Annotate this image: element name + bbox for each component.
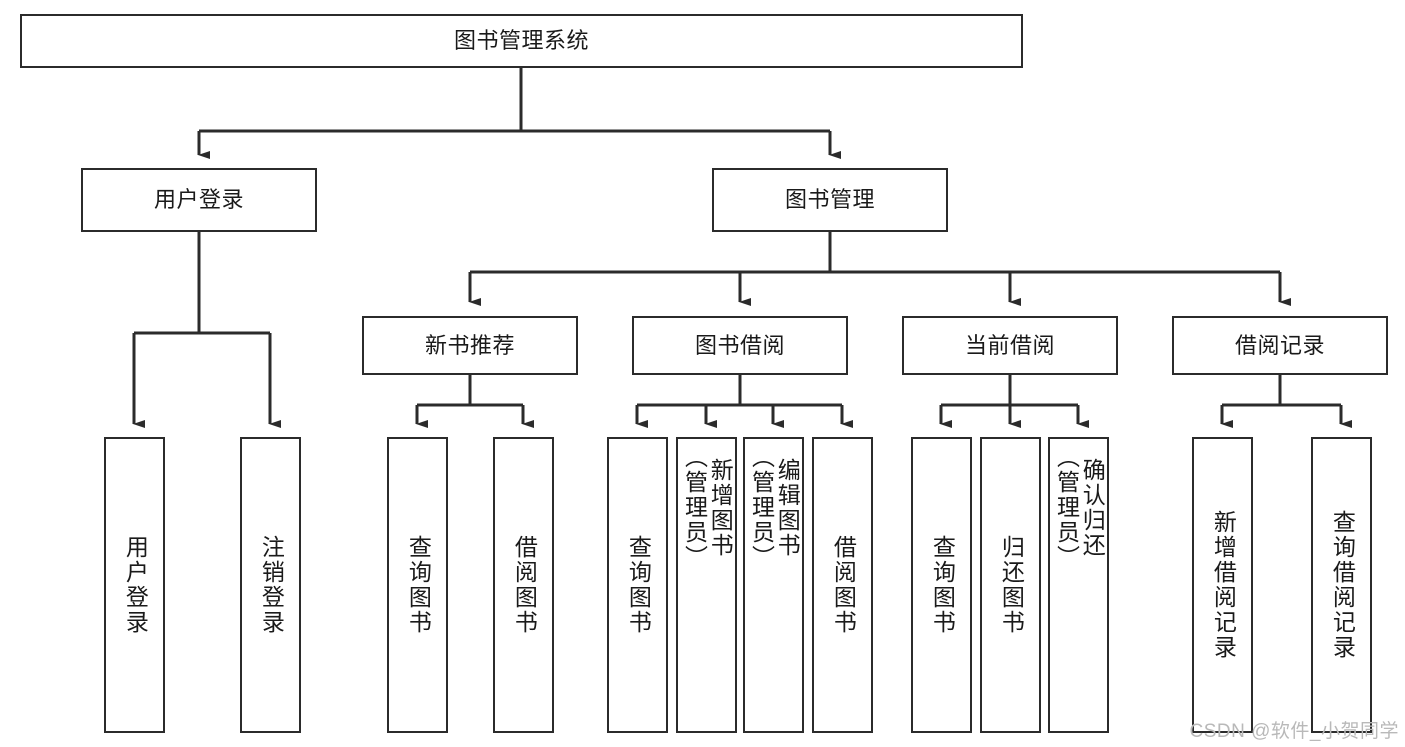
leaf-query-book-3[interactable]: 查询图书 xyxy=(911,437,972,733)
node-label: 新增借阅记录 xyxy=(1210,510,1237,660)
leaf-add-book[interactable]: 新增图书 （管理员） xyxy=(676,437,737,733)
node-label: 归还图书 xyxy=(998,535,1025,635)
node-label: 查询图书 xyxy=(625,535,652,635)
node-book-borrow[interactable]: 图书借阅 xyxy=(632,316,848,375)
node-user-login[interactable]: 用户登录 xyxy=(81,168,317,232)
node-label: 用户登录 xyxy=(122,535,149,635)
node-label: 借阅图书 xyxy=(830,535,857,635)
node-label: 图书管理系统 xyxy=(453,28,589,54)
node-root-system[interactable]: 图书管理系统 xyxy=(20,14,1023,68)
node-label: 借阅记录 xyxy=(1234,332,1325,358)
leaf-borrow-book-1[interactable]: 借阅图书 xyxy=(493,437,554,733)
node-borrow-record[interactable]: 借阅记录 xyxy=(1172,316,1388,375)
leaf-return-book[interactable]: 归还图书 xyxy=(980,437,1041,733)
leaf-edit-book[interactable]: 编辑图书 （管理员） xyxy=(743,437,804,733)
leaf-query-book-2[interactable]: 查询图书 xyxy=(607,437,668,733)
node-label: 确认归还 （管理员） xyxy=(1053,445,1106,570)
node-book-management[interactable]: 图书管理 xyxy=(712,168,948,232)
node-label: 查询图书 xyxy=(929,535,956,635)
node-label: 注销登录 xyxy=(258,535,285,635)
leaf-confirm-return[interactable]: 确认归还 （管理员） xyxy=(1048,437,1109,733)
node-label: 查询借阅记录 xyxy=(1329,510,1356,660)
node-label: 查询图书 xyxy=(405,535,432,635)
leaf-query-book-1[interactable]: 查询图书 xyxy=(387,437,448,733)
leaf-user-logout[interactable]: 注销登录 xyxy=(240,437,301,733)
node-label: 新增图书 （管理员） xyxy=(681,445,734,570)
node-label: 新书推荐 xyxy=(424,332,515,358)
node-label: 编辑图书 （管理员） xyxy=(748,445,801,570)
leaf-borrow-book-2[interactable]: 借阅图书 xyxy=(812,437,873,733)
node-label: 用户登录 xyxy=(153,187,244,213)
leaf-add-borrow-record[interactable]: 新增借阅记录 xyxy=(1192,437,1253,733)
node-label: 当前借阅 xyxy=(964,332,1055,358)
node-current-borrow[interactable]: 当前借阅 xyxy=(902,316,1118,375)
node-label: 图书借阅 xyxy=(694,332,785,358)
node-new-book-recommend[interactable]: 新书推荐 xyxy=(362,316,578,375)
leaf-query-borrow-record[interactable]: 查询借阅记录 xyxy=(1311,437,1372,733)
node-label: 借阅图书 xyxy=(511,535,538,635)
leaf-user-login[interactable]: 用户登录 xyxy=(104,437,165,733)
node-label: 图书管理 xyxy=(784,187,875,213)
